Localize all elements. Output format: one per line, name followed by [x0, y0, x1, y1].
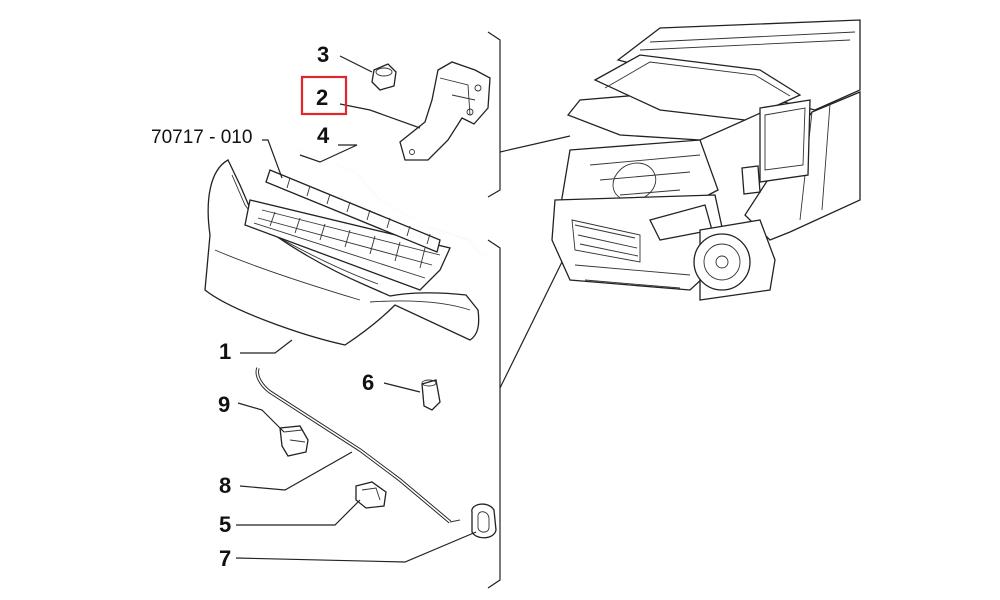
- part-grille-strip: [265, 169, 441, 253]
- group-code-label: 70717 - 010: [151, 127, 252, 148]
- part-8-prop-rod: [255, 367, 461, 524]
- callout-7[interactable]: 7: [219, 546, 231, 571]
- part-6-plug: [421, 379, 441, 411]
- callout-6[interactable]: 6: [362, 370, 374, 395]
- part-3-nut: [371, 63, 397, 91]
- callout-8[interactable]: 8: [219, 473, 231, 498]
- callout-5[interactable]: 5: [219, 512, 231, 537]
- leader-lines: [235, 55, 477, 563]
- callout-2[interactable]: 2: [316, 85, 328, 110]
- part-7-grommet: [471, 503, 497, 539]
- van-illustration: [551, 19, 861, 301]
- callout-2-highlight-box: [300, 75, 348, 116]
- part-2-bracket: [399, 61, 491, 161]
- part-1-grille-panel: [204, 159, 480, 346]
- part-5-rod-clip: [355, 481, 387, 509]
- callout-4[interactable]: 4: [317, 123, 330, 148]
- callout-labels: 70717 - 010 3 2 4 1 6 9 8 5 7: [151, 42, 374, 571]
- part-4-rod: [297, 149, 487, 256]
- callout-3[interactable]: 3: [317, 42, 329, 67]
- part-9-clip: [279, 425, 309, 457]
- callout-1[interactable]: 1: [219, 339, 231, 364]
- callout-9[interactable]: 9: [218, 392, 230, 417]
